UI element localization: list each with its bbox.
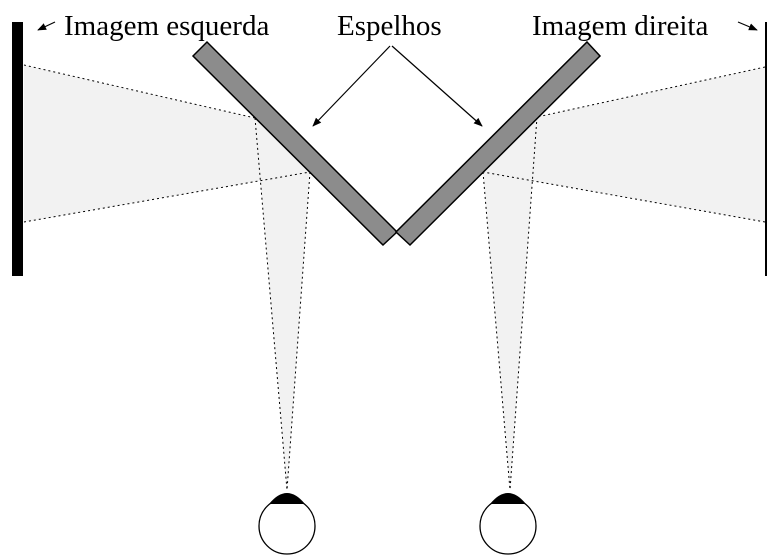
left-beam-image-to-mirror (24, 65, 310, 222)
left-beam-mirror-to-eye (255, 118, 310, 490)
left-eye (258, 493, 316, 555)
left-image-arrow (37, 21, 56, 31)
mirrors-arrow-left (312, 45, 391, 127)
mirrors-arrow-right (391, 45, 483, 127)
right-mirror (394, 40, 602, 247)
right-beam-image-to-mirror (483, 67, 765, 222)
left-image-plane (12, 22, 23, 276)
dotted-rays (23, 64, 766, 491)
right-image-arrow (737, 21, 758, 31)
left-image-label: Imagem esquerda (64, 10, 269, 42)
right-beam-mirror-to-eye (483, 117, 537, 490)
mirrors-label: Espelhos (337, 10, 442, 42)
right-eye (479, 493, 537, 555)
right-image-plane (765, 22, 767, 276)
label-arrows (37, 21, 758, 127)
right-image-label: Imagem direita (532, 10, 708, 42)
